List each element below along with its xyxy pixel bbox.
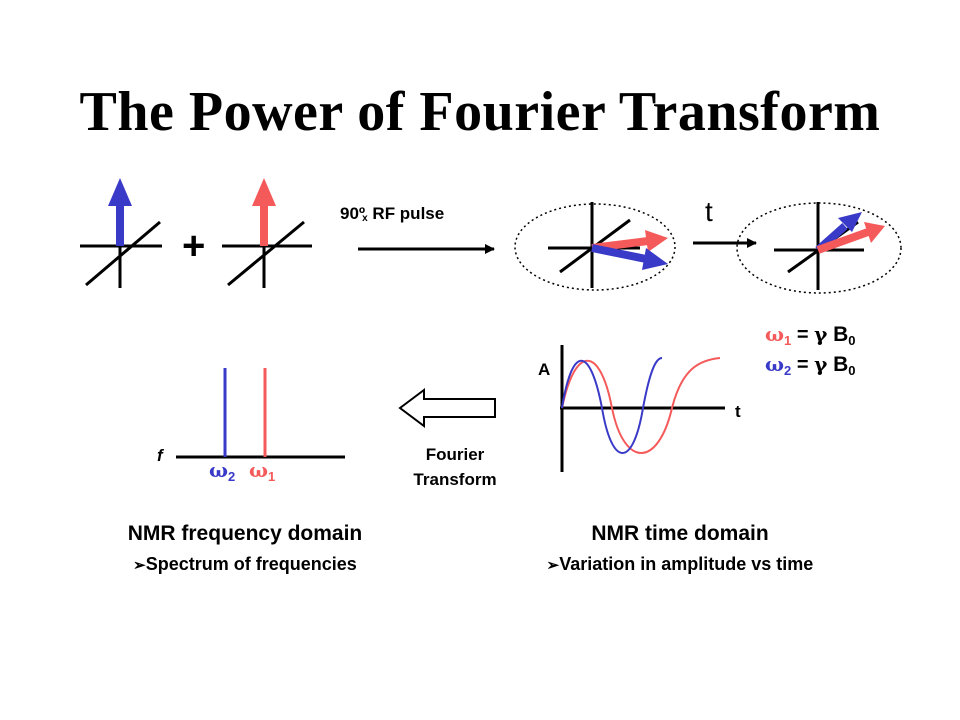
arrow-bullet-icon: ➢ [133,557,146,574]
gamma-symbol: γ [814,322,828,346]
gamma-symbol: γ [814,352,828,376]
arrow-bullet-icon: ➢ [546,557,560,574]
frame-3-ellipse [514,203,676,291]
time-evolution-label: t [705,196,713,227]
amplitude-axis-label: A [538,360,551,379]
frequency-domain-bullet: ➢Spectrum of frequencies [90,554,400,575]
omega-symbol: ω [765,322,785,346]
omega-2-peak-label: ω2 [209,458,235,484]
omega-symbol: ω [765,352,785,376]
fourier-arrow [398,388,496,428]
omega-index: 2 [228,469,236,484]
fourier-line-1: Fourier [425,445,485,464]
b-field: B [827,353,849,376]
omega-index: 2 [784,363,792,378]
time-domain-bullet-text: Variation in amplitude vs time [559,554,814,574]
larmor-equation-1: ω1 = γ B0 [765,322,856,348]
omega-symbol: ω [209,458,229,482]
frame-4-red-vector [816,222,885,254]
red-fid-wave [561,357,721,454]
blue-vertical-vector [108,178,132,246]
rf-pulse-label: 90ºx RF pulse [340,204,444,224]
plus-sign: + [182,224,206,268]
frequency-domain-bullet-text: Spectrum of frequencies [145,554,357,574]
larmor-equation-2: ω2 = γ B0 [765,352,856,378]
frequency-domain-heading: NMR frequency domain [127,522,363,545]
b-field-index: 0 [848,363,856,378]
equals-sign: = [791,354,815,376]
omega-index: 1 [268,469,276,484]
red-vertical-vector [252,178,276,246]
equals-sign: = [791,324,815,346]
omega-index: 1 [784,333,792,348]
time-axis-label: t [735,402,741,421]
fourier-transform-label: Fourier Transform [380,442,530,492]
omega-symbol: ω [249,458,269,482]
b-field: B [827,323,849,346]
b-field-index: 0 [848,333,856,348]
fourier-line-2: Transform [413,470,497,489]
blue-fid-wave [561,357,663,454]
rf-pulse-angle: 90º [340,204,366,223]
omega-1-peak-label: ω1 [249,458,275,484]
page-title: The Power of Fourier Transform [79,81,881,143]
frequency-axis-label: f [157,446,163,465]
frame-3-blue-vector [591,244,668,270]
time-domain-bullet: ➢Variation in amplitude vs time [490,554,870,575]
rf-pulse-text: RF pulse [367,204,445,223]
rf-pulse-axis: x [362,213,368,224]
time-domain-heading: NMR time domain [591,522,769,545]
